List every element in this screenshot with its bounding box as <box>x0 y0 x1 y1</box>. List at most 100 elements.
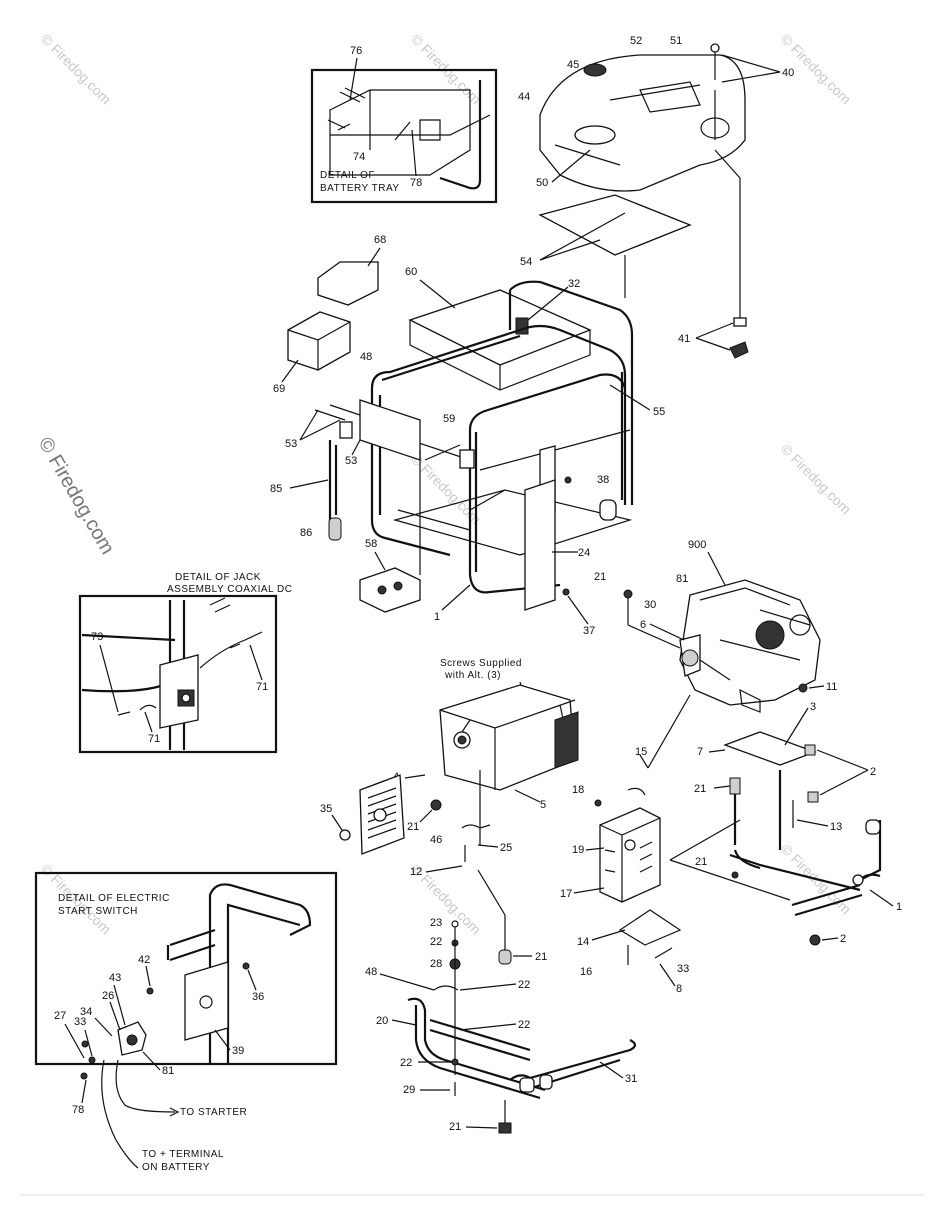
battery <box>287 311 351 371</box>
callout-13: 13 <box>830 821 842 833</box>
callout-15: 15 <box>635 746 647 758</box>
callout-50: 50 <box>536 177 548 189</box>
callout-39: 39 <box>232 1045 244 1057</box>
callout-59: 59 <box>443 413 455 425</box>
callout-76: 76 <box>350 45 362 57</box>
callout-58: 58 <box>365 538 377 550</box>
battery-tray-frame <box>310 68 498 204</box>
caption-battery-tray-line2: BATTERY TRAY <box>320 183 400 194</box>
callout-27: 27 <box>54 1010 66 1022</box>
callout-71-left: 71 <box>148 733 160 745</box>
callout-33-switch: 33 <box>74 1016 86 1028</box>
callout-21-base: 21 <box>695 856 707 868</box>
muffler-assembly: 15 18 19 17 14 16 33 8 <box>560 694 691 995</box>
callout-71-right: 71 <box>256 681 268 693</box>
caption-to-battery-line1: TO + TERMINAL <box>142 1149 224 1160</box>
engine-assembly: 900 81 30 6 11 21 3 7 1 21 2 13 <box>594 539 902 946</box>
callout-53-right: 53 <box>345 455 357 467</box>
callout-86: 86 <box>300 527 312 539</box>
watermark-top-left: © Firedog.com <box>38 31 114 107</box>
callout-38: 38 <box>597 474 609 486</box>
caption-jack-line2: ASSEMBLY COAXIAL DC <box>167 584 292 595</box>
callout-1-cradle: 1 <box>896 901 902 913</box>
callout-48-lower: 48 <box>365 966 377 978</box>
jack-detail-frame <box>78 594 278 754</box>
callout-25: 25 <box>500 842 512 854</box>
battery-tray-detail: 76 74 78 DETAIL OF BATTERY TRAY <box>310 45 498 204</box>
callout-41: 41 <box>678 333 690 345</box>
battery-cover <box>317 261 379 306</box>
tank-gasket <box>538 194 692 256</box>
caption-start-switch-line2: START SWITCH <box>58 906 138 917</box>
callout-2-lower: 2 <box>840 933 846 945</box>
callout-42: 42 <box>138 954 150 966</box>
jack-assembly-detail: DETAIL OF JACK ASSEMBLY COAXIAL DC 73 71… <box>78 572 292 754</box>
callout-30: 30 <box>644 599 656 611</box>
mounting-plate <box>524 479 556 611</box>
callout-52: 52 <box>630 35 642 47</box>
callout-31: 31 <box>625 1073 637 1085</box>
caption-to-starter: TO STARTER <box>180 1107 247 1118</box>
callout-81-switch: 81 <box>162 1065 174 1077</box>
caption-start-switch-line1: DETAIL OF ELECTRIC <box>58 893 170 904</box>
callout-29: 29 <box>403 1084 415 1096</box>
fuel-tank-body <box>539 54 746 192</box>
callout-55: 55 <box>653 406 665 418</box>
callout-21-alternator: 21 <box>407 821 419 833</box>
watermark-mid-right: © Firedog.com <box>778 441 854 517</box>
switch-plate <box>184 961 229 1041</box>
callout-19: 19 <box>572 844 584 856</box>
start-switch-detail: DETAIL OF ELECTRIC START SWITCH 42 36 34… <box>34 871 338 1173</box>
callout-7: 7 <box>697 746 703 758</box>
callout-6: 6 <box>640 619 646 631</box>
callout-51: 51 <box>670 35 682 47</box>
callout-2: 2 <box>870 766 876 778</box>
callout-26: 26 <box>102 990 114 1002</box>
caption-battery-tray-line1: DETAIL OF <box>320 170 375 181</box>
callout-22-right: 22 <box>518 1019 530 1031</box>
fuel-cap <box>583 63 607 77</box>
callout-20: 20 <box>376 1015 388 1027</box>
callout-74: 74 <box>353 151 365 163</box>
engine-mount-rail <box>723 731 817 766</box>
callout-73: 73 <box>91 631 103 643</box>
callout-22-mid: 22 <box>518 979 530 991</box>
caption-to-battery-line2: ON BATTERY <box>142 1162 210 1173</box>
callout-900: 900 <box>688 539 706 551</box>
callout-21-mount: 21 <box>535 951 547 963</box>
alternator-assembly: Screws Supplied with Alt. (3) 4 5 35 21 … <box>320 658 579 950</box>
callout-12: 12 <box>410 866 422 878</box>
callout-22-low: 22 <box>400 1057 412 1069</box>
callout-43: 43 <box>109 972 121 984</box>
callout-21-engine: 21 <box>594 571 606 583</box>
callout-14: 14 <box>577 936 589 948</box>
callout-24: 24 <box>578 547 590 559</box>
callout-40: 40 <box>782 67 794 79</box>
start-switch-detail-frame <box>34 871 338 1066</box>
callout-34: 34 <box>80 1006 92 1018</box>
callout-8: 8 <box>676 983 682 995</box>
lower-cradle: 23 22 28 21 48 22 20 22 22 31 29 21 <box>365 917 637 1134</box>
callout-16: 16 <box>580 966 592 978</box>
caption-jack-line1: DETAIL OF JACK <box>175 572 261 583</box>
callout-23: 23 <box>430 917 442 929</box>
callout-69: 69 <box>273 383 285 395</box>
callout-5: 5 <box>540 799 546 811</box>
wire-to-starter <box>115 1059 176 1113</box>
watermark-side-left: © Firedog.com <box>34 434 119 559</box>
callout-21-cradle: 21 <box>694 783 706 795</box>
wire-to-battery <box>101 1059 139 1169</box>
callout-53-left: 53 <box>285 438 297 450</box>
fuel-tank: 45 52 51 44 50 40 54 41 <box>518 35 794 359</box>
callout-22-top: 22 <box>430 936 442 948</box>
callout-28: 28 <box>430 958 442 970</box>
receptacle-panel <box>359 567 421 613</box>
callout-35: 35 <box>320 803 332 815</box>
battery-tray <box>408 289 592 366</box>
callout-46: 46 <box>430 834 442 846</box>
main-frame: 68 69 60 32 48 55 59 53 53 <box>270 234 665 637</box>
callout-68: 68 <box>374 234 386 246</box>
callout-54: 54 <box>520 256 532 268</box>
